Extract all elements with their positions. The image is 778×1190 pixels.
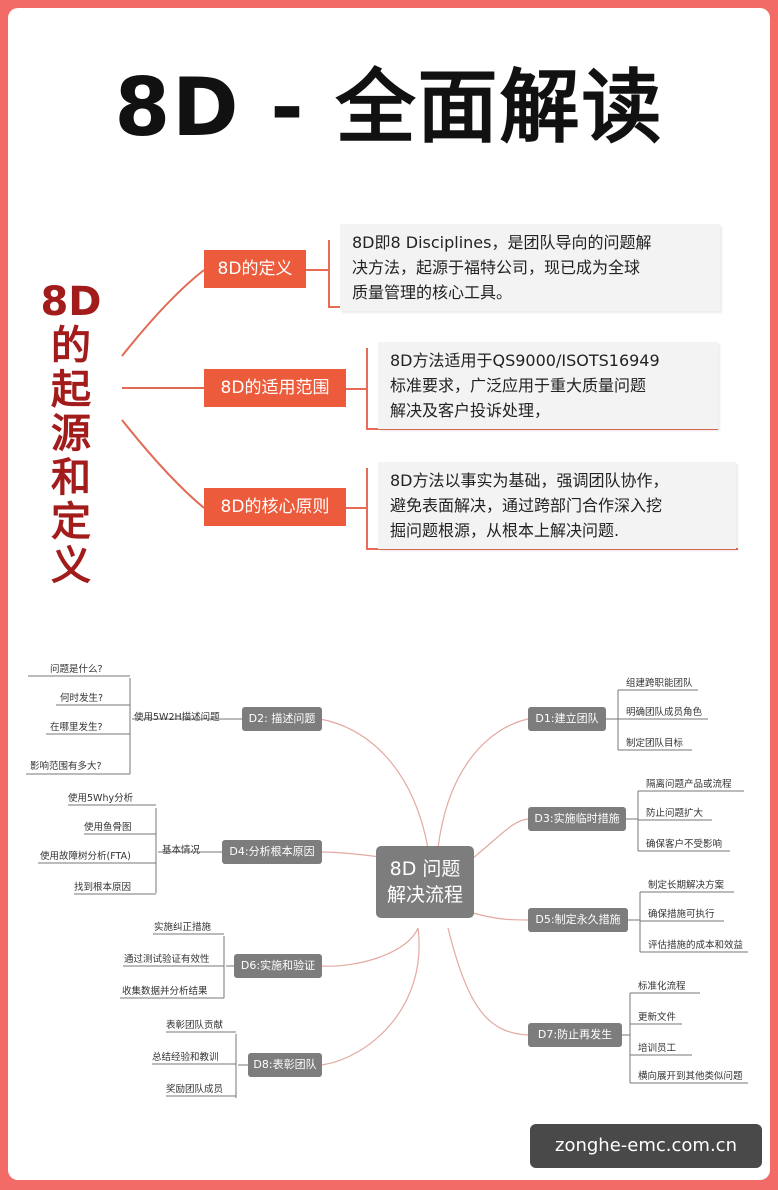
d8-leaf: 表彰团队贡献 xyxy=(166,1020,224,1031)
d6-leaf: 实施纠正措施 xyxy=(154,922,212,933)
center-line: 解决流程 xyxy=(386,884,463,906)
curve-d8 xyxy=(321,927,420,1066)
node-d5: D5:制定永久措施 xyxy=(528,908,628,932)
node-d8: D8:表彰团队 xyxy=(248,1053,322,1077)
section1-vertical-title: 8D 的 起 源 和 定 义 xyxy=(36,280,106,588)
d5-leaf: 评估措施的成本和效益 xyxy=(648,940,744,951)
d7-leaf: 培训员工 xyxy=(638,1043,677,1054)
vertical-title-char: 起 xyxy=(51,367,91,413)
d5-leaf: 确保措施可执行 xyxy=(648,909,715,920)
curve-d5 xyxy=(472,912,529,921)
desc-line: 避免表面解决，通过跨部门合作深入挖 xyxy=(390,496,663,515)
section1-connectors xyxy=(121,269,205,509)
connector-principle xyxy=(121,419,205,509)
d4-leaf: 找到根本原因 xyxy=(74,882,132,893)
d7-leaf: 标准化流程 xyxy=(638,981,686,992)
d6-leaf: 通过测试验证有效性 xyxy=(124,954,210,965)
branch-principle-underline xyxy=(366,548,738,550)
branch-principle: 8D的核心原则 xyxy=(204,488,346,526)
d8-leaf: 总结经验和教训 xyxy=(152,1052,219,1063)
curve-d1 xyxy=(437,718,529,849)
branch-principle-bracket xyxy=(366,468,368,550)
d4-leaf: 使用5Why分析 xyxy=(68,793,134,804)
d2-leaf: 何时发生? xyxy=(60,693,104,704)
center-line: 8D 问题 xyxy=(389,858,461,880)
branch-definition: 8D的定义 xyxy=(204,250,306,288)
desc-line: 8D方法适用于QS9000/ISOTS16949 xyxy=(390,351,660,370)
d2-leaf: 问题是什么? xyxy=(50,664,103,675)
desc-line: 解决及客户投诉处理， xyxy=(390,401,551,420)
connector-definition xyxy=(121,269,205,357)
branch-scope-underline xyxy=(366,428,718,430)
d6-leaf: 收集数据并分析结果 xyxy=(122,986,208,997)
desc-line: 掘问题根源，从根本上解决问题. xyxy=(390,521,620,540)
vertical-title-char: 8D xyxy=(40,279,102,325)
d2-leaf: 在哪里发生? xyxy=(50,722,103,733)
d8-leaf: 奖励团队成员 xyxy=(166,1084,224,1095)
watermark: zonghe-emc.com.cn xyxy=(530,1124,762,1168)
vertical-title-char: 和 xyxy=(51,455,91,501)
vertical-title-char: 定 xyxy=(51,499,91,545)
node-d6: D6:实施和验证 xyxy=(234,954,322,978)
branch-scope-desc: 8D方法适用于QS9000/ISOTS16949 标准要求，广泛应用于重大质量问… xyxy=(378,342,718,429)
desc-line: 标准要求，广泛应用于重大质量问题 xyxy=(390,376,647,395)
branch-scope: 8D的适用范围 xyxy=(204,369,346,407)
vertical-title-char: 源 xyxy=(51,411,91,457)
branch-principle-link xyxy=(346,507,366,509)
curve-d3 xyxy=(472,818,529,859)
curve-d2 xyxy=(319,718,429,849)
branch-definition-link xyxy=(306,269,328,271)
d1-leaf: 制定团队目标 xyxy=(626,738,684,749)
d7-leaf: 更新文件 xyxy=(638,1012,677,1023)
node-d3: D3:实施临时措施 xyxy=(528,807,626,831)
node-d2: D2: 描述问题 xyxy=(242,707,322,731)
vertical-title-char: 义 xyxy=(51,543,91,589)
branch-definition-desc: 8D即8 Disciplines，是团队导向的问题解 决方法，起源于福特公司，现… xyxy=(340,224,720,311)
d7-leaf: 横向展开到其他类似问题 xyxy=(638,1071,743,1082)
branch-definition-bracket xyxy=(328,240,330,308)
d4-leaf: 使用故障树分析(FTA) xyxy=(40,851,131,862)
node-d7: D7:防止再发生 xyxy=(528,1023,622,1047)
d3-leaf: 防止问题扩大 xyxy=(646,808,704,819)
d3-leaf: 隔离问题产品或流程 xyxy=(646,779,732,790)
d3-leaf: 确保客户不受影响 xyxy=(646,839,723,850)
curve-d7 xyxy=(447,927,529,1036)
page-title: 8D - 全面解读 xyxy=(114,61,664,154)
branch-scope-link xyxy=(346,388,366,390)
node-d1: D1:建立团队 xyxy=(528,707,606,731)
desc-line: 决方法，起源于福特公司，现已成为全球 xyxy=(352,258,641,277)
mindmap-center: 8D 问题 解决流程 xyxy=(376,846,474,918)
desc-line: 8D方法以事实为基础，强调团队协作， xyxy=(390,471,669,490)
branch-scope-bracket xyxy=(366,348,368,430)
d1-leaf: 组建跨职能团队 xyxy=(626,678,693,689)
d2-leaf: 影响范围有多大? xyxy=(30,761,102,772)
d4-sub: 基本情况 xyxy=(162,845,201,856)
vertical-title-char: 的 xyxy=(51,323,91,369)
poster-frame: 8D - 全面解读 8D 的 起 源 和 定 义 8D的定义 8D即8 Disc… xyxy=(8,8,770,1180)
desc-line: 质量管理的核心工具。 xyxy=(352,283,513,302)
node-d4: D4:分析根本原因 xyxy=(222,840,322,864)
d5-leaf: 制定长期解决方案 xyxy=(648,880,725,891)
d2-sub: 使用5W2H描述问题 xyxy=(134,712,220,723)
mindmap-connectors xyxy=(26,675,748,1098)
d1-leaf: 明确团队成员角色 xyxy=(626,707,703,718)
d4-leaf: 使用鱼骨图 xyxy=(84,822,132,833)
branch-principle-desc: 8D方法以事实为基础，强调团队协作， 避免表面解决，通过跨部门合作深入挖 掘问题… xyxy=(378,462,736,549)
curve-d6 xyxy=(321,927,419,967)
desc-line: 8D即8 Disciplines，是团队导向的问题解 xyxy=(352,233,652,252)
